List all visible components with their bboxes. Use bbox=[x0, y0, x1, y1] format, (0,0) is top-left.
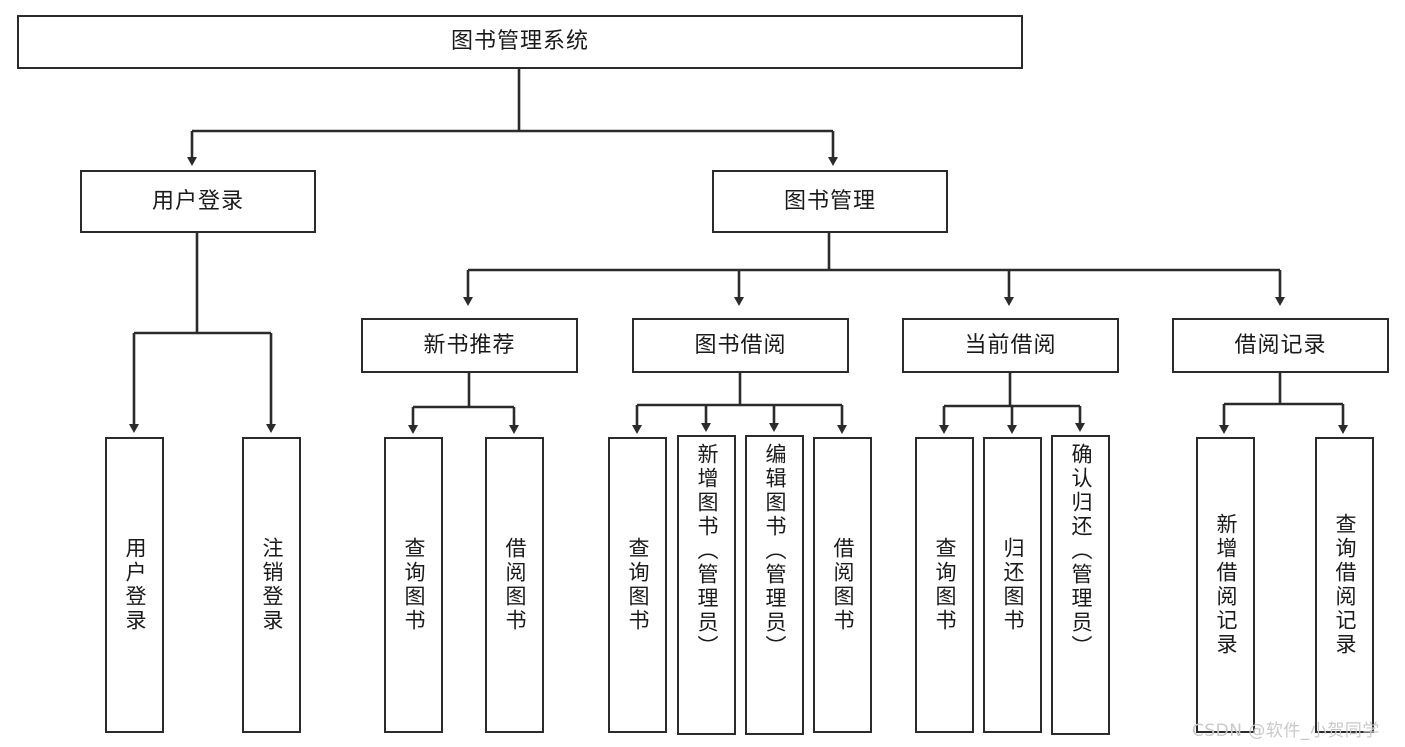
node-label: 查询借阅记录 bbox=[1333, 513, 1357, 657]
node-label: 图书借阅 bbox=[694, 332, 787, 358]
node-label: 新增图书（管理员） bbox=[695, 443, 719, 659]
node-label: 新书推荐 bbox=[423, 332, 516, 358]
leaf-user-logout[interactable]: 注销登录 bbox=[242, 437, 301, 733]
node-book-management[interactable]: 图书管理 bbox=[712, 170, 948, 233]
node-label: 图书管理系统 bbox=[450, 29, 589, 55]
node-label: 注销登录 bbox=[260, 537, 284, 633]
node-label: 查询图书 bbox=[933, 537, 957, 633]
node-current-borrow[interactable]: 当前借阅 bbox=[902, 318, 1119, 373]
watermark-csdn: CSDN @软件_小贺同学 bbox=[1192, 721, 1380, 741]
leaf-edit-book-admin[interactable]: 编辑图书（管理员） bbox=[745, 435, 804, 735]
leaf-query-borrow-record[interactable]: 查询借阅记录 bbox=[1315, 437, 1374, 733]
node-label: 确认归还（管理员） bbox=[1069, 443, 1093, 659]
leaf-add-borrow-record[interactable]: 新增借阅记录 bbox=[1196, 437, 1255, 733]
node-label: 借阅图书 bbox=[503, 537, 527, 633]
leaf-query-book-current[interactable]: 查询图书 bbox=[915, 437, 974, 733]
node-label: 查询图书 bbox=[402, 537, 426, 633]
node-root-book-management-system[interactable]: 图书管理系统 bbox=[17, 15, 1023, 69]
node-label: 借阅记录 bbox=[1234, 332, 1327, 358]
leaf-return-book[interactable]: 归还图书 bbox=[983, 437, 1042, 733]
node-label: 图书管理 bbox=[783, 188, 876, 214]
node-label: 用户登录 bbox=[123, 537, 147, 633]
leaf-confirm-return-admin[interactable]: 确认归还（管理员） bbox=[1051, 435, 1110, 735]
node-label: 归还图书 bbox=[1001, 537, 1025, 633]
node-new-book-recommend[interactable]: 新书推荐 bbox=[361, 318, 578, 373]
node-borrow-record[interactable]: 借阅记录 bbox=[1172, 318, 1389, 373]
leaf-user-login[interactable]: 用户登录 bbox=[105, 437, 164, 733]
leaf-query-book-borrow[interactable]: 查询图书 bbox=[608, 437, 667, 733]
node-label: 当前借阅 bbox=[964, 332, 1057, 358]
leaf-query-book-recommend[interactable]: 查询图书 bbox=[384, 437, 443, 733]
node-label: 用户登录 bbox=[151, 188, 244, 214]
node-book-borrow[interactable]: 图书借阅 bbox=[632, 318, 849, 373]
node-user-login[interactable]: 用户登录 bbox=[80, 170, 316, 233]
node-label: 借阅图书 bbox=[831, 537, 855, 633]
leaf-add-book-admin[interactable]: 新增图书（管理员） bbox=[677, 435, 736, 735]
leaf-borrow-book-recommend[interactable]: 借阅图书 bbox=[485, 437, 544, 733]
node-label: 编辑图书（管理员） bbox=[763, 443, 787, 659]
node-label: 查询图书 bbox=[626, 537, 650, 633]
leaf-borrow-book[interactable]: 借阅图书 bbox=[813, 437, 872, 733]
node-label: 新增借阅记录 bbox=[1214, 513, 1238, 657]
